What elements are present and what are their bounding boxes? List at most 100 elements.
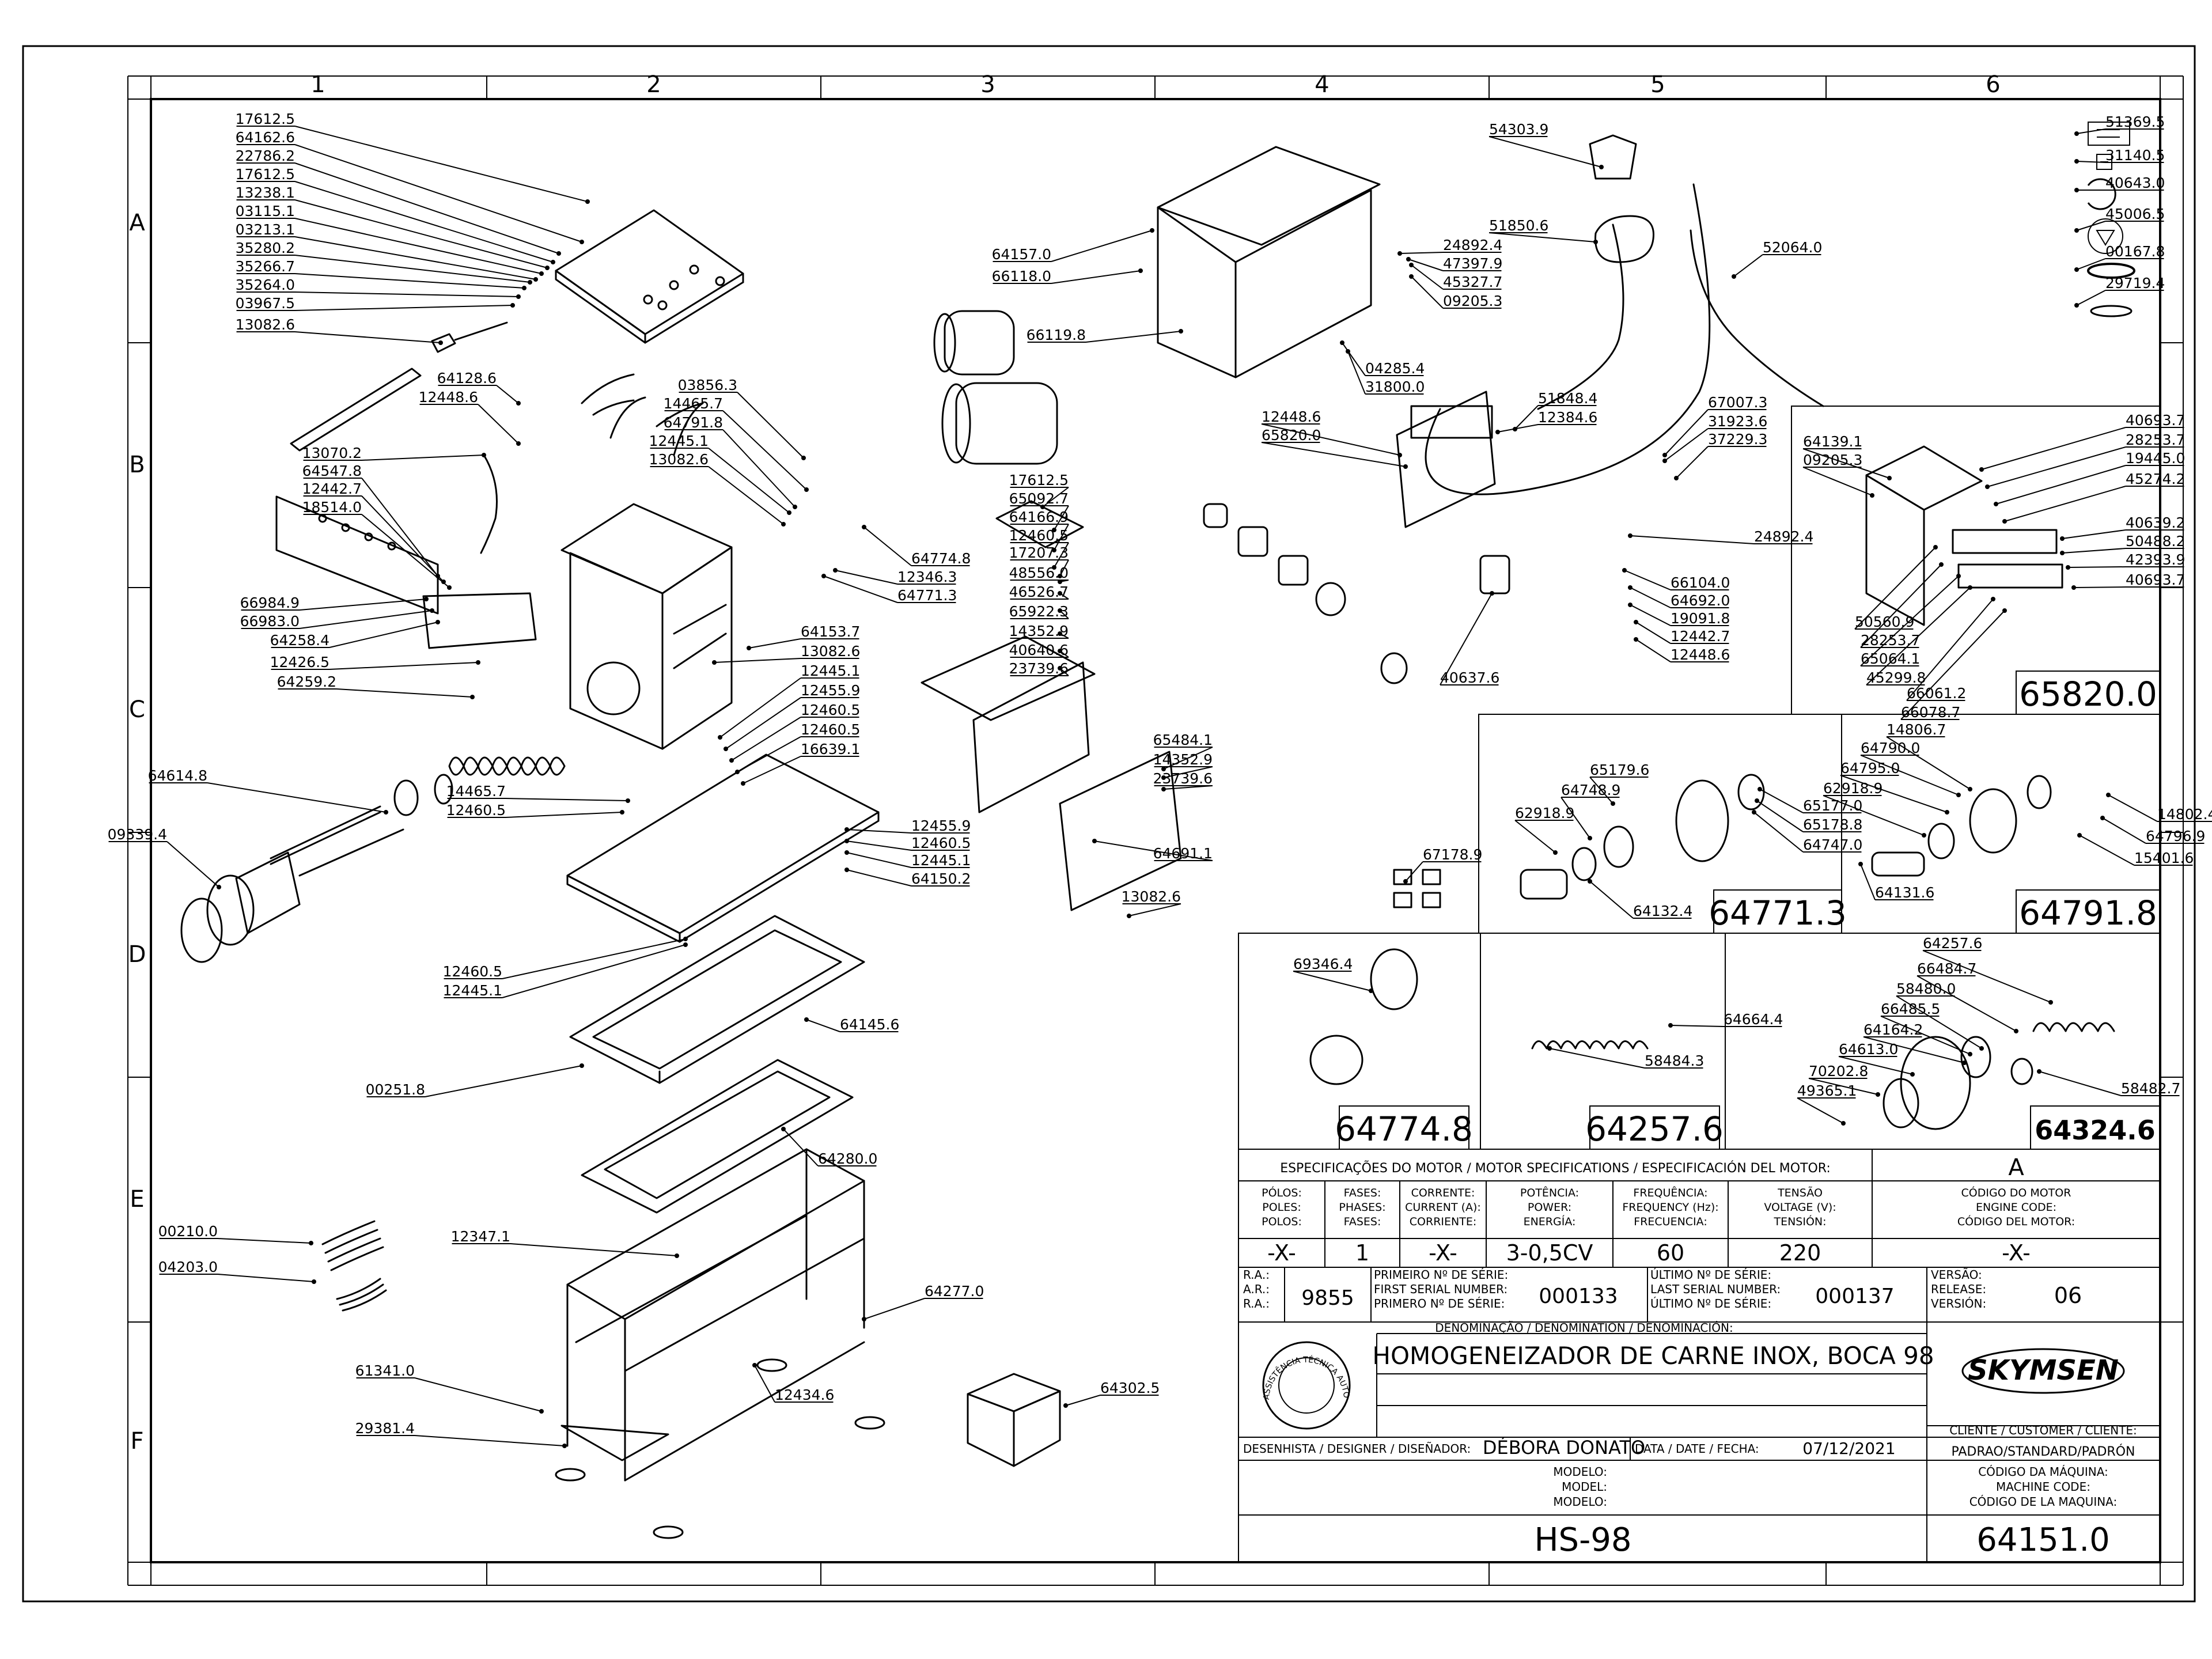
leader-line	[294, 218, 542, 274]
part-number-label: 64547.8	[302, 463, 362, 479]
model-label: MODELO:	[1553, 1495, 1607, 1509]
part-number-label: 65178.8	[1803, 816, 1862, 833]
motor-spec-label: CORRENTE:	[1411, 1187, 1475, 1199]
motor-spec-value: 60	[1657, 1240, 1684, 1266]
part-drawings	[180, 134, 1824, 1539]
part-number-label: 64747.0	[1803, 836, 1862, 853]
leader-dot	[2106, 793, 2111, 797]
leader-dot	[533, 277, 538, 282]
leader-line	[1497, 424, 1539, 433]
leader-dot	[1985, 484, 1990, 489]
leader-dot	[683, 937, 688, 941]
leader-dot	[1346, 349, 1350, 354]
part-number-label: 47397.9	[1443, 255, 1502, 272]
leader-dot	[1628, 585, 1633, 590]
leader-dot	[562, 1444, 567, 1448]
part-number-label: 64162.6	[236, 129, 295, 146]
leader-dot	[1662, 453, 1667, 457]
part-number-label: 69346.4	[1293, 956, 1353, 972]
part-number-label: 12445.1	[649, 433, 709, 449]
part-number-label: 64613.0	[1839, 1041, 1898, 1058]
leader-dot	[1058, 574, 1062, 578]
leader-dot	[1127, 914, 1131, 918]
part-number-label: 17612.5	[236, 166, 295, 183]
leader-dot	[2066, 565, 2070, 570]
leader-dot	[1588, 879, 1592, 884]
skymsen-logo-small-icon	[2090, 305, 2133, 317]
part-number-label: 19091.8	[1671, 610, 1730, 627]
leader-dot	[1634, 620, 1638, 624]
leader-dot	[1674, 476, 1679, 480]
leader-dot	[2002, 608, 2007, 613]
leader-line	[863, 1298, 925, 1320]
motor-spec-value: -X-	[2002, 1240, 2031, 1266]
leader-dot	[1495, 430, 1500, 434]
part-number-label: 12460.5	[1009, 527, 1069, 544]
leader-dot	[545, 266, 550, 270]
part-number-label: 64795.0	[1840, 760, 1900, 777]
lid-plate	[555, 209, 744, 335]
part-number-label: 12460.5	[801, 702, 860, 718]
leader-dot	[675, 1253, 679, 1258]
part-labels: 17612.564162.622786.217612.513238.103115…	[108, 111, 2212, 1437]
leader-line	[1514, 405, 1539, 430]
leader-dot	[833, 568, 838, 573]
leader-dot	[2100, 816, 2105, 820]
part-number-label: 24892.4	[1443, 237, 1502, 253]
leader-line	[1759, 789, 1804, 813]
part-number-label: 23739.6	[1009, 660, 1069, 677]
leader-dot	[1406, 257, 1411, 262]
motor-spec-value: 220	[1779, 1240, 1821, 1266]
leader-line	[478, 404, 519, 444]
client-value: PADRAO/STANDARD/PADRÓN	[1952, 1444, 2135, 1459]
part-number-label: 29719.4	[2105, 275, 2165, 291]
part-number-label: 64748.9	[1561, 782, 1620, 798]
part-number-label: 49365.1	[1797, 1082, 1857, 1099]
part-number-label: 35264.0	[236, 276, 295, 293]
part-number-label: 64692.0	[1671, 592, 1730, 609]
version-label: RELEASE:	[1931, 1282, 1986, 1296]
ra-label: R.A.:	[1243, 1268, 1270, 1282]
part-number-label: 61341.0	[355, 1362, 415, 1379]
leader-line	[1589, 881, 1634, 919]
leader-dot	[516, 401, 521, 406]
leader-line	[294, 236, 536, 280]
leader-line	[1347, 351, 1366, 395]
leader-dot	[1161, 787, 1166, 791]
leader-dot	[2074, 131, 2079, 136]
leader-dot	[447, 585, 452, 590]
icon-legend	[2087, 122, 2135, 317]
part-number-label: 09339.4	[108, 826, 167, 843]
leader-dot	[2002, 519, 2007, 524]
leader-dot	[1622, 568, 1627, 573]
leader-line	[2079, 835, 2135, 866]
leader-dot	[1628, 603, 1633, 607]
leader-line	[1163, 766, 1213, 778]
motor-spec-label: FREQUÊNCIA:	[1633, 1186, 1707, 1199]
leader-dot	[1369, 988, 1373, 993]
part-number-label: 12442.7	[302, 480, 362, 497]
part-number-label: 67007.3	[1708, 394, 1767, 411]
part-number-label: 23739.6	[1153, 770, 1213, 787]
motor-spec-label: POTÊNCIA:	[1520, 1186, 1579, 1199]
detail-title: 64324.6	[2035, 1115, 2156, 1146]
leader-line	[1866, 587, 1971, 685]
part-number-label: 13082.6	[801, 643, 860, 660]
leader-dot	[1340, 340, 1344, 345]
part-number-label: 46526.7	[1009, 584, 1069, 600]
part-number-label: 04285.4	[1365, 360, 1425, 377]
leader-line	[1163, 785, 1213, 790]
leader-dot	[516, 294, 521, 299]
leader-dot	[2074, 188, 2079, 192]
leader-dot	[1922, 833, 1926, 838]
leader-dot	[2077, 833, 2082, 838]
leader-line	[1059, 559, 1069, 577]
leader-dot	[1634, 637, 1638, 642]
leader-dot	[821, 574, 826, 578]
leader-dot	[1956, 574, 1961, 578]
motor-cover	[1157, 146, 1381, 246]
motor-spec-label: PÓLOS:	[1262, 1185, 1302, 1199]
part-number-label: 64614.8	[148, 767, 207, 784]
leader-dot	[1962, 1060, 1967, 1065]
part-number-label: 12460.5	[911, 835, 971, 851]
